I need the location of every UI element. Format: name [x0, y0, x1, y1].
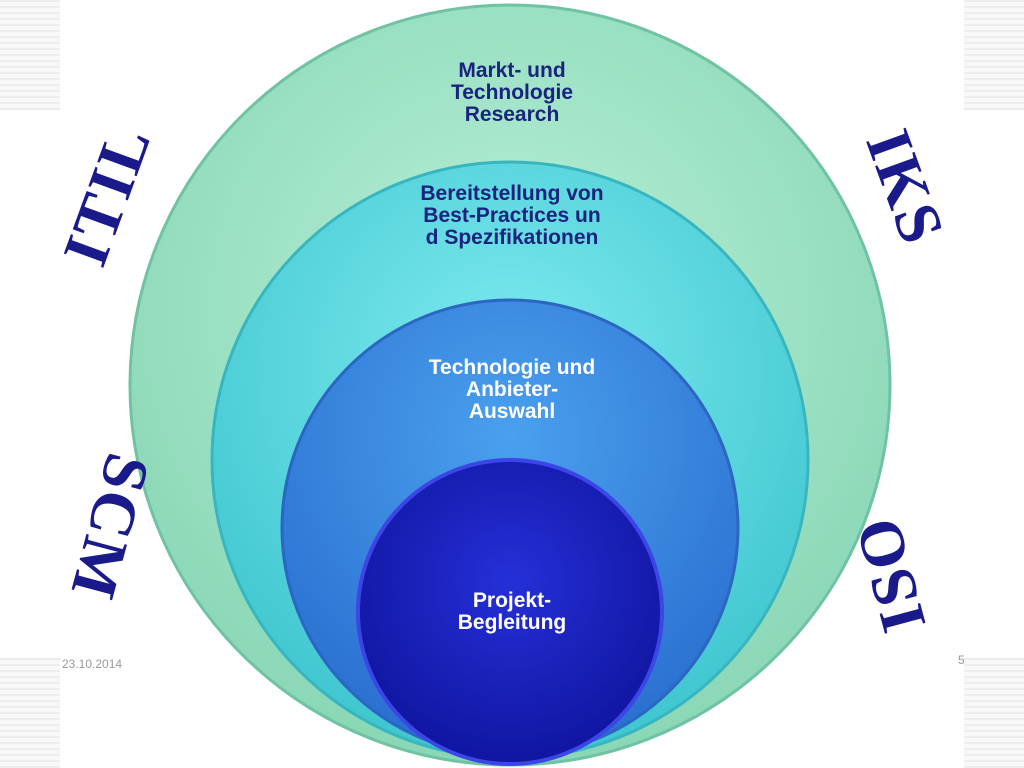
- label-bereitstellung: Bereitstellung von Best-Practices und Sp…: [420, 182, 604, 249]
- label-markt-research: Markt- und Technologie Research: [450, 59, 574, 126]
- label-technologie-auswahl: Technologie und Anbieter-Auswahl: [428, 356, 596, 423]
- corner-texture-top-left: [0, 0, 60, 110]
- footer-date: 23.10.2014: [62, 657, 123, 671]
- corner-texture-bottom-right: [964, 658, 1024, 768]
- label-projekt-begleitung: Projekt-Begleitung: [457, 589, 567, 634]
- footer-page-number: 5: [958, 653, 965, 667]
- circle-inner: [356, 458, 664, 766]
- corner-texture-top-right: [964, 0, 1024, 110]
- corner-texture-bottom-left: [0, 658, 60, 768]
